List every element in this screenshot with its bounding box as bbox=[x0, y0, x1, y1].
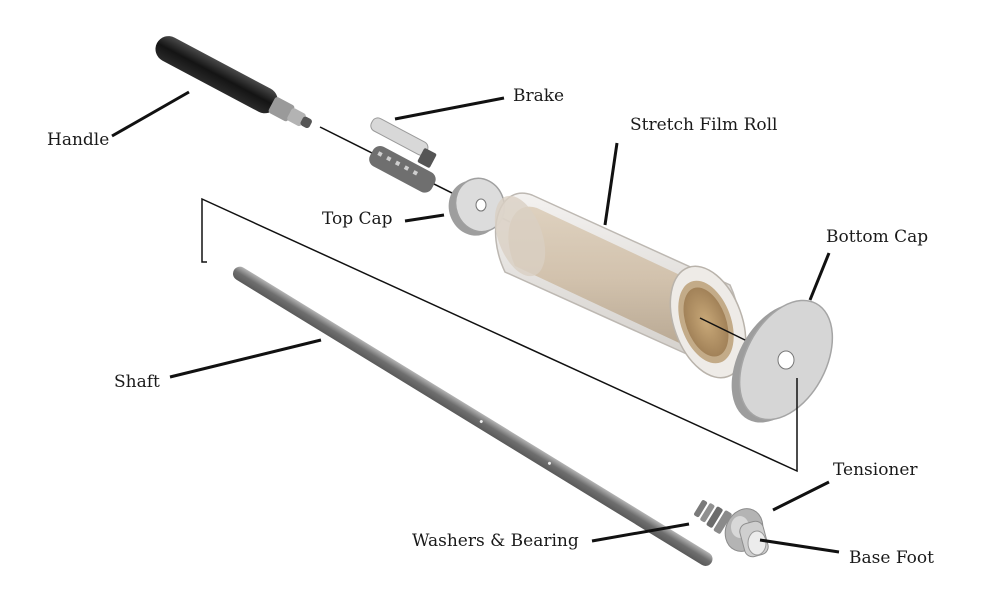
washers-bearing-label: Washers & Bearing bbox=[412, 531, 579, 551]
bottom-cap-leader-line bbox=[808, 252, 831, 301]
stretch-film-roll-leader-line bbox=[603, 142, 619, 226]
shaft-leader-line bbox=[169, 338, 322, 379]
base-foot-label: Base Foot bbox=[849, 548, 934, 568]
shaft-part bbox=[232, 266, 713, 566]
brake-label: Brake bbox=[513, 86, 564, 106]
top-cap-label: Top Cap bbox=[322, 209, 393, 229]
top-cap-leader-line bbox=[404, 213, 445, 223]
tensioner-label: Tensioner bbox=[833, 460, 918, 480]
bottom-cap-part bbox=[731, 299, 834, 423]
assembly-bracket-line bbox=[201, 197, 798, 473]
handle-leader-line bbox=[111, 90, 190, 138]
bottom-cap-label: Bottom Cap bbox=[826, 227, 928, 247]
stretch-film-roll-part bbox=[494, 192, 747, 379]
shaft-label: Shaft bbox=[114, 372, 160, 392]
washers-bearing-leader-line bbox=[591, 522, 690, 543]
brake-leader-line bbox=[394, 96, 505, 121]
base-foot-leader-line bbox=[759, 538, 840, 554]
washers-bearing-part bbox=[694, 500, 732, 534]
tensioner-leader-line bbox=[772, 480, 830, 512]
top-cap-part bbox=[448, 177, 506, 236]
stretch-film-roll-label: Stretch Film Roll bbox=[630, 115, 777, 135]
base-foot-part bbox=[739, 520, 769, 558]
brake-part bbox=[369, 117, 437, 193]
handle-part bbox=[155, 36, 312, 129]
handle-label: Handle bbox=[47, 130, 109, 150]
